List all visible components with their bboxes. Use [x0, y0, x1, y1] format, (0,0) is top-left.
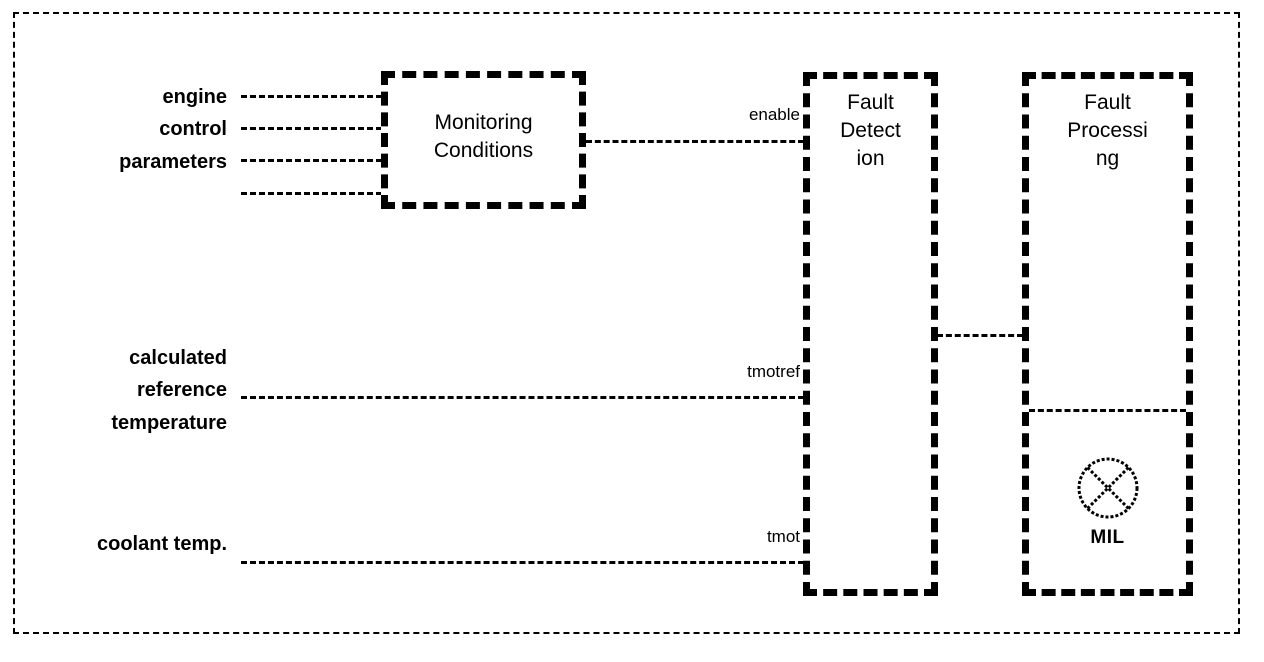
lamp-circle-cross-icon: [1077, 457, 1138, 519]
block-fault-processing[interactable]: Fault Processi ng: [1022, 72, 1193, 596]
mil-indicator[interactable]: MIL: [1022, 455, 1193, 549]
wire-engine-control-parameter-1: [241, 95, 382, 98]
wire-tmot: [241, 561, 804, 564]
signal-label-enable: enable: [748, 105, 800, 124]
signal-label-tmotref: tmotref: [747, 362, 800, 381]
input-label-calculated-reference-temperature: calculated reference temperature: [111, 347, 227, 434]
mil-label: MIL: [1090, 527, 1125, 548]
block-fault-detection-label: Fault Detect ion: [840, 91, 901, 170]
block-fault-detection[interactable]: Fault Detect ion: [803, 72, 938, 596]
wire-engine-control-parameter-4: [241, 192, 382, 195]
block-fault-processing-label: Fault Processi ng: [1067, 91, 1148, 170]
wire-engine-control-parameter-3: [241, 159, 382, 162]
block-monitoring-conditions[interactable]: Monitoring Conditions: [381, 71, 586, 209]
wire-enable: [586, 140, 804, 143]
block-monitoring-conditions-label: Monitoring Conditions: [433, 111, 534, 162]
wire-tmotref: [241, 396, 804, 399]
input-label-coolant-temp: coolant temp.: [96, 533, 227, 555]
input-label-engine-control-parameters: engine control parameters: [119, 86, 227, 173]
wire-fault-detection-to-fault-processing: [937, 334, 1023, 337]
fault-processing-divider: [1029, 409, 1186, 412]
wire-engine-control-parameter-2: [241, 127, 382, 130]
signal-label-tmot: tmot: [766, 527, 800, 546]
figure-outer-frame: [13, 12, 1240, 634]
